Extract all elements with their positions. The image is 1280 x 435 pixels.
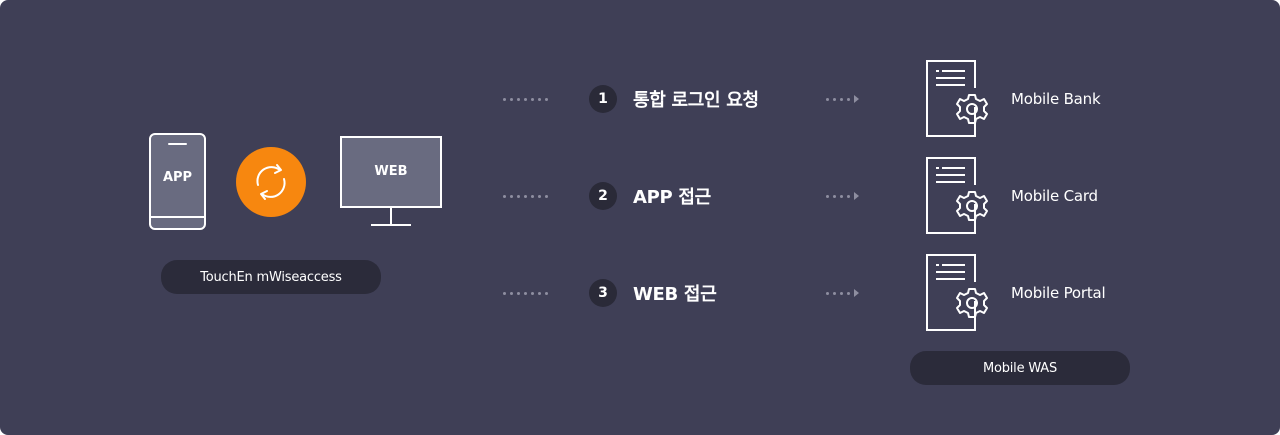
server-label-mobile-portal: Mobile Portal: [1011, 284, 1106, 302]
step-label: 통합 로그인 요청: [633, 90, 759, 111]
server-gear-icon: [926, 60, 988, 137]
step-3: 3 WEB 접근: [589, 278, 717, 308]
monitor-label: WEB: [374, 164, 408, 179]
product-pill: TouchEn mWiseaccess: [161, 260, 381, 294]
server-label-mobile-card: Mobile Card: [1011, 187, 1098, 205]
arrow-right-icon: [826, 289, 859, 297]
connector-dots: [503, 97, 548, 101]
arrow-right-icon: [826, 192, 859, 200]
refresh-icon: [236, 147, 306, 217]
monitor-icon: [340, 136, 442, 226]
connector-dots: [503, 291, 548, 295]
phone-icon: [149, 133, 206, 230]
connector-dots: [503, 194, 548, 198]
step-number-badge: 1: [589, 85, 617, 113]
server-gear-icon: [926, 254, 988, 331]
step-number-badge: 3: [589, 279, 617, 307]
step-label: APP 접근: [633, 187, 711, 208]
arrow-right-icon: [826, 95, 859, 103]
server-group-pill: Mobile WAS: [910, 351, 1130, 385]
phone-label: APP: [162, 170, 193, 185]
step-1: 1 통합 로그인 요청: [589, 84, 759, 114]
step-number-badge: 2: [589, 182, 617, 210]
step-2: 2 APP 접근: [589, 181, 711, 211]
step-label: WEB 접근: [633, 284, 717, 305]
server-gear-icon: [926, 157, 988, 234]
server-label-mobile-bank: Mobile Bank: [1011, 90, 1101, 108]
